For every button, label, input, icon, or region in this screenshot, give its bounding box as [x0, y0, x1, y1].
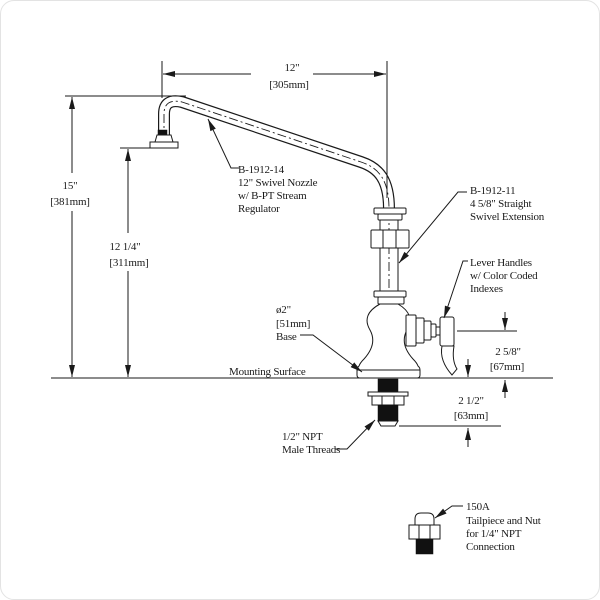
dimension-overall-height [65, 95, 186, 377]
body-outline [356, 303, 421, 379]
handle-hub [439, 316, 455, 347]
dim-shank-length-in: 2 1/2" [458, 395, 484, 407]
callout-tailpiece-line3: for 1/4" NPT [466, 528, 522, 540]
callout-handles-line2: w/ Color Coded [470, 270, 538, 282]
mounting-surface-label: Mounting Surface [229, 366, 306, 378]
straight-swivel-extension [370, 207, 410, 321]
dim-nozzle-height-in: 12 1/4" [110, 241, 141, 253]
dim-handle-offset-in: 2 5/8" [495, 346, 521, 358]
dimension-nozzle-height [120, 147, 151, 377]
handle-stem [435, 326, 441, 336]
dimension-spout-reach [161, 61, 388, 198]
callout-extension-line2: 4 5/8" Straight [470, 198, 532, 210]
npt-shank-threads [367, 378, 501, 427]
callout-base-line2: [51mm] [276, 318, 310, 330]
dim-shank-length-mm: [63mm] [454, 410, 488, 422]
dim-nozzle-height-mm: [311mm] [109, 257, 148, 269]
tailpiece-cap [414, 512, 435, 526]
tailpiece-part [408, 512, 441, 555]
spout-centerline [163, 100, 390, 210]
leader-base [300, 334, 363, 373]
dim-spout-reach-in: 12" [285, 62, 300, 74]
callout-nozzle-line3: w/ B-PT Stream [238, 190, 307, 202]
leader-lines [207, 118, 468, 519]
dimension-handle-height [457, 312, 517, 398]
callout-handles-line1: Lever Handles [470, 257, 532, 269]
callout-threads-line1: 1/2" NPT [282, 431, 323, 443]
swivel-nozzle-spout [149, 95, 395, 210]
locknut [371, 395, 405, 406]
callout-handles-line3: Indexes [470, 283, 503, 295]
callout-nozzle-line1: B-1912-14 [238, 164, 285, 176]
callout-extension-line1: B-1912-11 [470, 185, 515, 197]
washer [367, 391, 409, 397]
dim-spout-reach-mm: [305mm] [269, 79, 309, 91]
lever-blade [441, 345, 458, 376]
callout-threads-line2: Male Threads [282, 444, 340, 456]
callout-nozzle-line4: Regulator [238, 203, 280, 215]
dim-overall-height-in: 15" [63, 180, 78, 192]
callout-nozzle-line2: 12" Swivel Nozzle [238, 177, 318, 189]
leader-nozzle [207, 118, 239, 169]
upper-flange-ring [373, 207, 407, 215]
callout-extension-line3: Swivel Extension [470, 211, 545, 223]
callout-tailpiece-line1: 150A [466, 501, 490, 513]
thread-lower [377, 404, 399, 422]
faucet-body [356, 303, 421, 379]
thread-tip [377, 420, 399, 427]
tailpiece-nut [408, 524, 441, 540]
callout-base-line1: ø2" [276, 304, 291, 316]
leader-threads [335, 419, 376, 450]
lever-handle-valve [405, 314, 458, 376]
lower-flange-ring [373, 290, 407, 298]
callout-base-line3: Base [276, 331, 297, 343]
leader-extension [398, 191, 467, 264]
dim-handle-offset-mm: [67mm] [490, 361, 524, 373]
callout-tailpiece-line2: Tailpiece and Nut [466, 515, 541, 527]
leader-tailpiece [434, 505, 463, 519]
callout-tailpiece-line4: Connection [466, 541, 515, 553]
tailpiece-thread [415, 538, 434, 555]
dim-overall-height-mm: [381mm] [50, 196, 90, 208]
thread-upper [377, 378, 399, 393]
bonnet-ring [405, 314, 417, 347]
leader-handles [443, 260, 468, 319]
coupling-hex-nut [370, 229, 410, 249]
